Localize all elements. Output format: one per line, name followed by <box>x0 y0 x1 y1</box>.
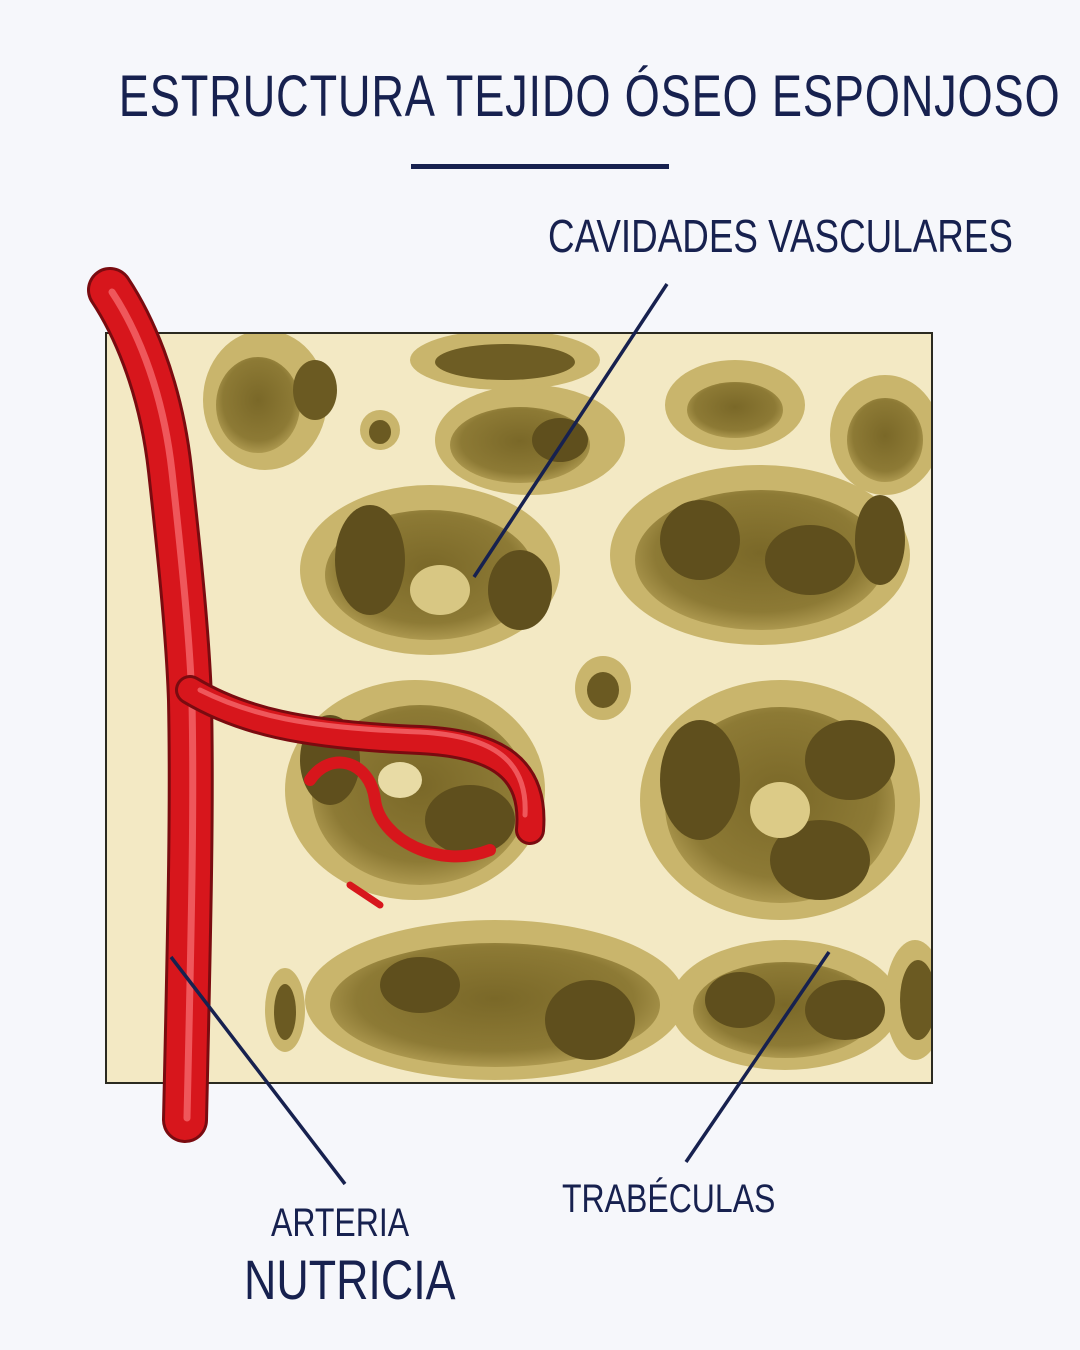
leader-line-trabeculas <box>684 951 831 1163</box>
artery-branch-small <box>304 756 496 863</box>
diagram-title: ESTRUCTURA TEJIDO ÓSEO ESPONJOSO <box>118 64 1061 129</box>
nutrient-artery <box>87 267 546 1143</box>
title-underline <box>411 164 669 169</box>
label-cavidades-vasculares: CAVIDADES VASCULARES <box>548 210 1013 262</box>
leader-line-cavidades <box>472 283 669 578</box>
label-nutricia: NUTRICIA <box>244 1248 456 1311</box>
label-trabeculas: TRABÉCULAS <box>562 1177 776 1221</box>
leader-line-arteria <box>169 955 347 1186</box>
label-arteria: ARTERIA <box>271 1201 410 1245</box>
